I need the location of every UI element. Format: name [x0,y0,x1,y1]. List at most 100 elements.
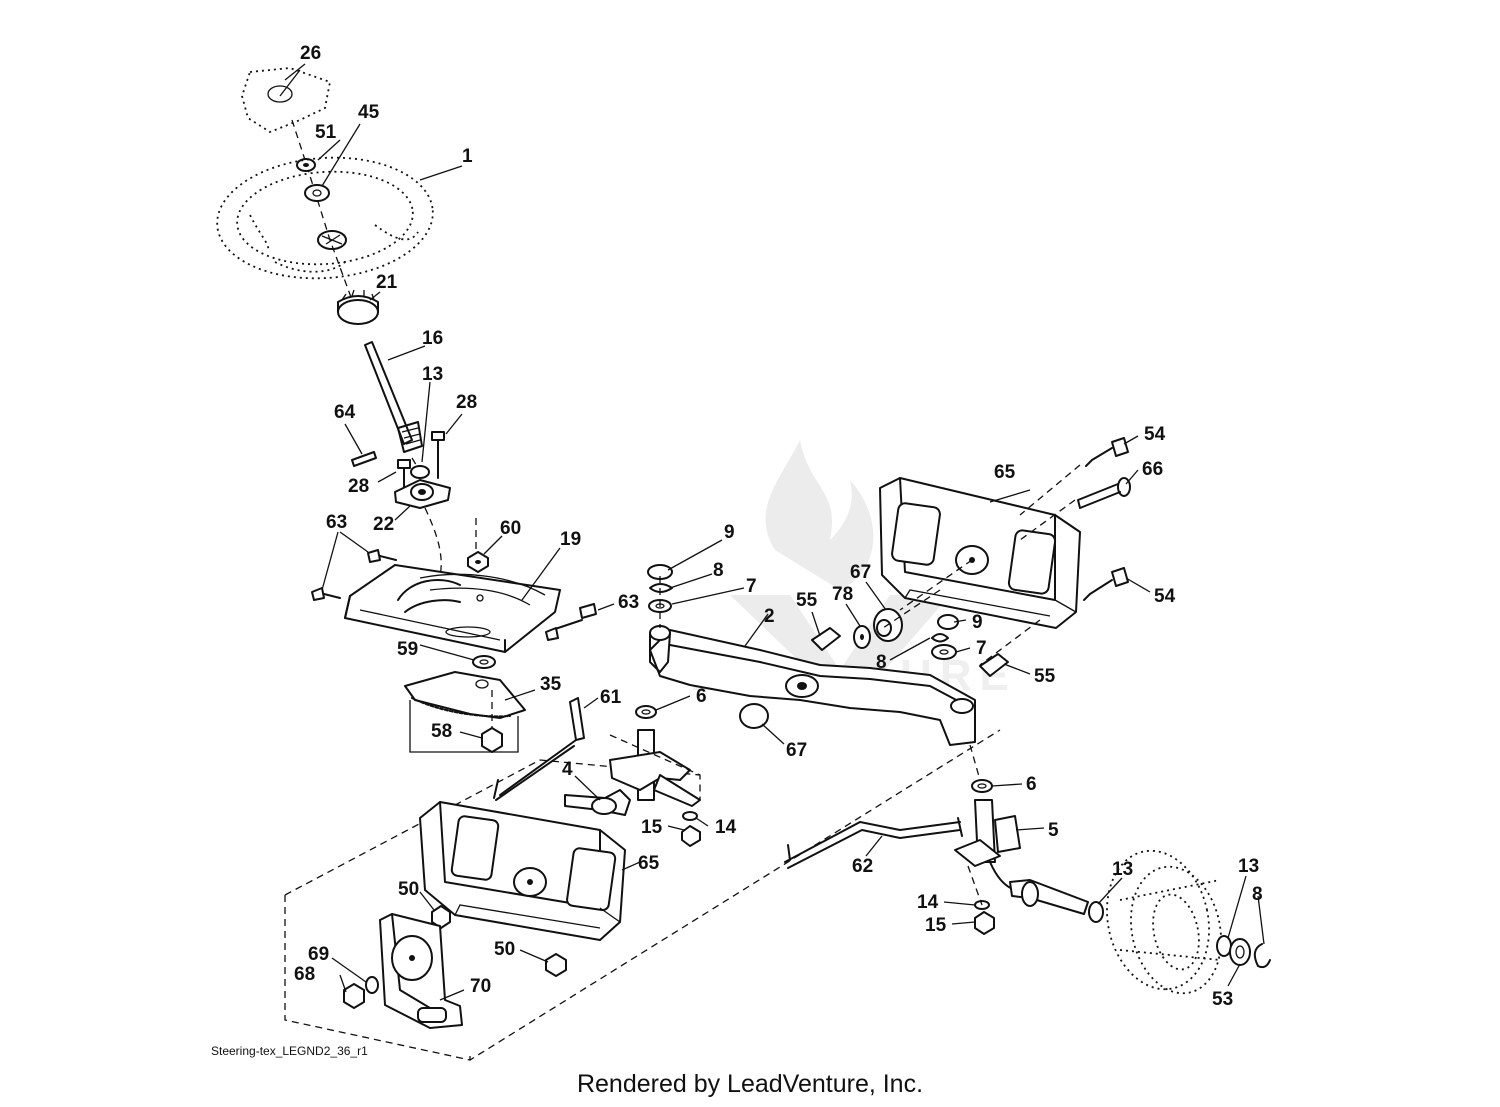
part-nut-58[interactable] [481,727,503,753]
callout-64: 64 [334,402,356,423]
part-nut-68[interactable] [343,983,365,1009]
part-bushing-67-upper[interactable] [873,608,903,642]
part-cap-9-right[interactable] [937,614,959,630]
footer-credit: Rendered by LeadVenture, Inc. [576,1070,924,1098]
callout-6-right: 6 [1026,774,1037,795]
callout-55-right: 55 [1034,666,1056,687]
callout-62: 62 [852,856,873,877]
part-bolt-54-upper[interactable] [1085,437,1129,467]
part-bolt-28-upper[interactable] [431,431,445,479]
callout-50-lower: 50 [494,939,515,960]
part-steering-wheel[interactable] [213,151,437,286]
callout-68: 68 [294,964,315,985]
part-front-wheel[interactable] [1095,841,1233,1002]
callout-6-left: 6 [696,686,707,707]
part-spindle-left[interactable] [564,729,701,816]
part-washer-59[interactable] [472,655,496,669]
part-clip-8-right[interactable] [931,633,949,643]
part-bolt-63-right[interactable] [545,603,597,641]
part-steering-cap[interactable] [241,67,332,134]
callout-7-left: 7 [746,576,757,597]
part-bolt-63-upper[interactable] [367,549,397,563]
part-washer-14-left[interactable] [682,811,698,821]
part-frame-plate-right[interactable] [879,477,1081,629]
part-e-clip-8[interactable] [1253,943,1271,969]
part-bolt-54-lower[interactable] [1083,567,1129,601]
callout-45: 45 [358,102,380,123]
part-roll-pin[interactable] [351,451,377,467]
part-bolt-63-left[interactable] [311,587,341,601]
part-flange-bushing[interactable] [394,479,451,509]
callout-15-right: 15 [925,915,947,936]
part-washer-45[interactable] [304,184,330,202]
part-bushing-6-right[interactable] [971,779,993,793]
callout-66: 66 [1142,459,1163,480]
callout-2: 2 [764,606,775,627]
part-washer-78[interactable] [853,625,871,649]
callout-4: 4 [562,759,573,780]
part-front-axle[interactable] [649,625,976,746]
callout-26: 26 [300,43,321,64]
part-nut-15-right[interactable] [974,911,995,935]
callout-22: 22 [373,514,394,535]
callout-8-right: 8 [876,652,887,673]
callout-78: 78 [832,584,853,605]
part-bracket-70[interactable] [379,913,463,1029]
part-pivot-pin-55-right[interactable] [979,653,1009,677]
callout-15-left: 15 [641,817,663,838]
part-washer-53[interactable] [1229,938,1251,966]
callout-16: 16 [422,328,443,349]
part-nut-50-upper[interactable] [431,905,451,929]
callout-9-right: 9 [972,612,983,633]
part-washer-13-wheel-outer[interactable] [1216,935,1232,957]
callout-51: 51 [315,122,337,143]
callout-67-lower: 67 [786,740,807,761]
callout-8-wheel: 8 [1252,884,1263,905]
part-washer-69[interactable] [365,976,379,994]
part-bushing-6-left[interactable] [635,705,657,719]
part-washer-13-shaft[interactable] [410,465,430,479]
callout-55-left: 55 [796,590,818,611]
part-washer-7-right[interactable] [931,644,957,660]
part-shoulder-bolt-66[interactable] [1077,477,1131,509]
callout-labels: 26 45 51 1 21 16 13 64 28 28 22 63 60 19… [294,43,1263,1010]
callout-60: 60 [500,518,521,539]
callout-58: 58 [431,721,452,742]
callout-63-left: 63 [326,512,347,533]
callout-14-left: 14 [715,817,737,838]
callout-59: 59 [397,639,418,660]
callout-13-wheel-outer: 13 [1238,856,1259,877]
callout-63-right: 63 [618,592,639,613]
part-sector-gear[interactable] [404,671,526,719]
callout-54-lower: 54 [1154,586,1176,607]
diagram-caption: Steering-tex_LEGND2_36_r1 [211,1044,368,1058]
part-bushing-67-lower[interactable] [739,703,769,729]
part-frame-plate-left[interactable] [419,801,626,941]
callout-28-upper: 28 [456,392,477,413]
leader-lines [284,63,1265,1001]
part-steering-adapter[interactable] [337,289,379,325]
part-steering-plate[interactable] [344,564,561,653]
part-spindle-right[interactable] [954,799,1089,915]
part-nut-50-lower[interactable] [545,953,567,977]
callout-50-upper: 50 [398,879,419,900]
callout-8-left: 8 [713,560,724,581]
callout-9-left: 9 [724,522,735,543]
part-nut-60[interactable] [467,551,489,573]
callout-70: 70 [470,976,491,997]
callout-69: 69 [308,944,329,965]
part-clip-8-left[interactable] [649,583,673,593]
callout-19: 19 [560,529,581,550]
callout-13-wheel-inner: 13 [1112,859,1133,880]
part-nut-51[interactable] [296,158,316,172]
callout-65-right: 65 [994,462,1016,483]
part-tie-rod[interactable] [784,817,963,869]
part-bolt-28-lower[interactable] [397,459,411,489]
callout-7-right: 7 [976,638,987,659]
part-washer-13-wheel-inner[interactable] [1088,901,1104,923]
part-pivot-pin-55-left[interactable] [811,627,841,651]
part-nut-15-left[interactable] [681,825,701,847]
part-steering-shaft[interactable] [364,341,423,453]
callout-5: 5 [1048,820,1059,841]
